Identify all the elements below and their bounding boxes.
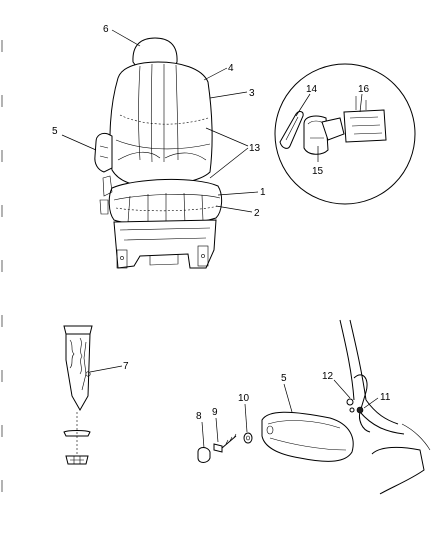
inset-circle <box>274 63 416 205</box>
callout-14: 14 <box>306 84 318 95</box>
callout-1: 1 <box>260 187 266 198</box>
leader-lines <box>61 29 379 449</box>
callout-5-armrest: 5 <box>281 373 287 384</box>
washer-part-10 <box>243 432 253 444</box>
callout-6: 6 <box>103 24 109 35</box>
callout-10: 10 <box>238 393 250 404</box>
callout-2: 2 <box>254 208 260 219</box>
callout-11: 11 <box>380 392 391 403</box>
housing-part-15 <box>303 115 329 155</box>
seat-cushion <box>108 178 223 226</box>
headrest <box>132 37 178 67</box>
callout-9: 9 <box>212 407 218 418</box>
screw-part-11 <box>356 406 364 414</box>
screw-part-9 <box>213 443 223 453</box>
callout-16: 16 <box>358 84 370 95</box>
seat-cushion-stitching <box>113 192 221 225</box>
switch-part-16 <box>343 109 387 143</box>
callout-15: 15 <box>312 166 324 177</box>
callout-labels: 6 4 3 5 13 1 2 14 16 15 7 8 9 10 5 12 11 <box>52 24 391 422</box>
callout-7: 7 <box>123 361 129 372</box>
callout-3: 3 <box>249 88 255 99</box>
recliner-lever <box>99 175 113 215</box>
callout-8: 8 <box>196 411 202 422</box>
bolt-part-12 <box>346 398 354 406</box>
trim-panel-part-7 <box>63 325 93 465</box>
armrest-detail <box>197 319 431 495</box>
seat-frame-fragment <box>339 319 367 401</box>
seat-back-stitching <box>115 63 211 163</box>
callout-5-seat: 5 <box>52 126 58 137</box>
armrest-part-5 <box>261 411 354 462</box>
inset-detail <box>274 63 416 205</box>
armrest-left <box>94 132 113 173</box>
callout-13: 13 <box>249 143 261 154</box>
callout-12: 12 <box>322 371 334 382</box>
callout-4: 4 <box>228 63 234 74</box>
seat-base <box>113 219 217 269</box>
seat-back <box>109 61 213 187</box>
seat-assembly <box>94 37 223 269</box>
cap-part-8 <box>197 447 211 463</box>
